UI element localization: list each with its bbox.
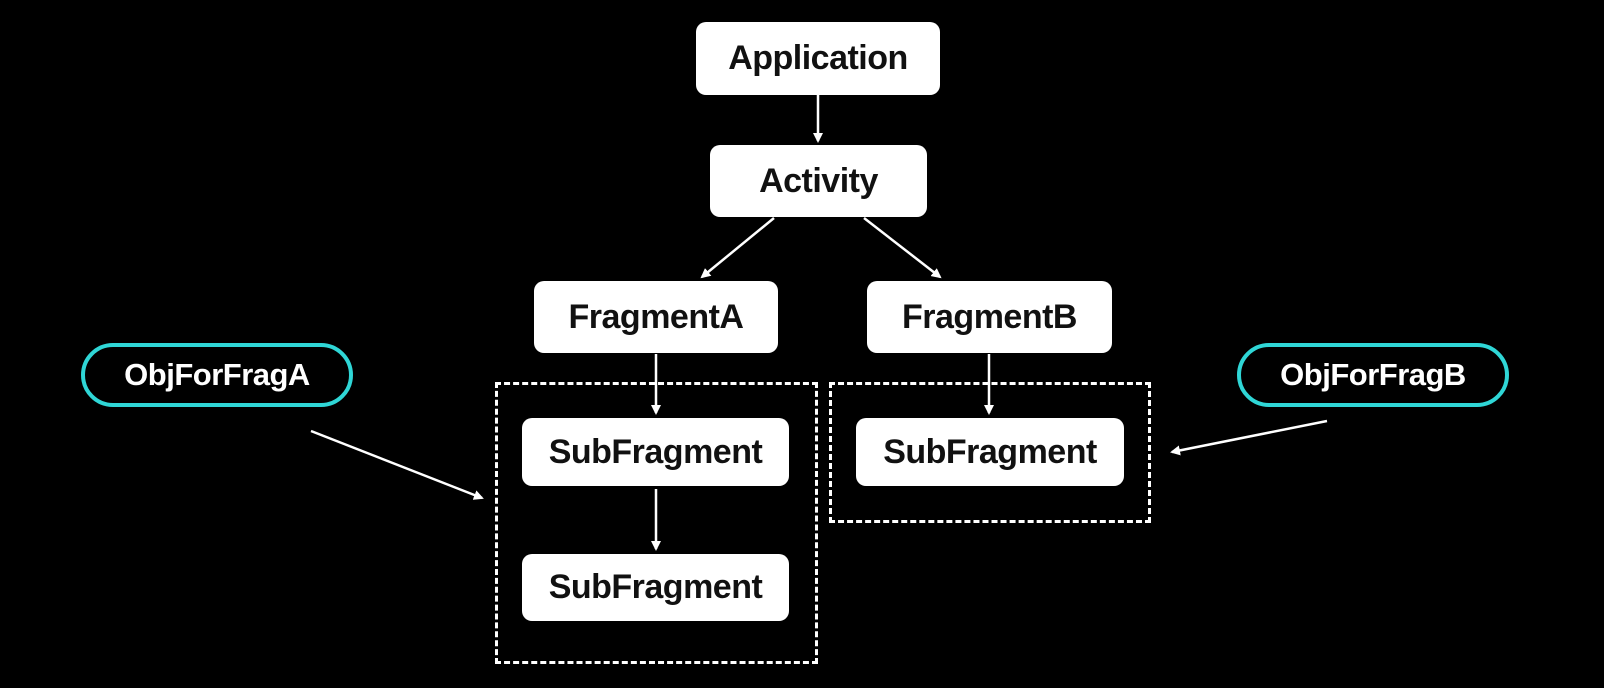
node-fragmentb[interactable]: FragmentB xyxy=(867,281,1112,353)
node-subfragment-a2[interactable]: SubFragment xyxy=(522,554,789,621)
node-subfragment-a1[interactable]: SubFragment xyxy=(522,418,789,486)
edge-activity-fragmentb xyxy=(863,217,942,279)
edge-objfragB-group xyxy=(1170,419,1328,456)
object-objforfragb[interactable]: ObjForFragB xyxy=(1237,343,1509,407)
node-activity[interactable]: Activity xyxy=(710,145,927,217)
fragmenta-subtree-group xyxy=(495,382,818,664)
edge-activity-fragmenta xyxy=(700,217,775,279)
node-application[interactable]: Application xyxy=(696,22,940,95)
fragmentb-subtree-group xyxy=(829,382,1151,523)
node-fragmenta[interactable]: FragmentA xyxy=(534,281,778,353)
edge-objfragA-group xyxy=(310,429,484,500)
object-objforfraga[interactable]: ObjForFragA xyxy=(81,343,353,407)
node-subfragment-b1[interactable]: SubFragment xyxy=(856,418,1124,486)
